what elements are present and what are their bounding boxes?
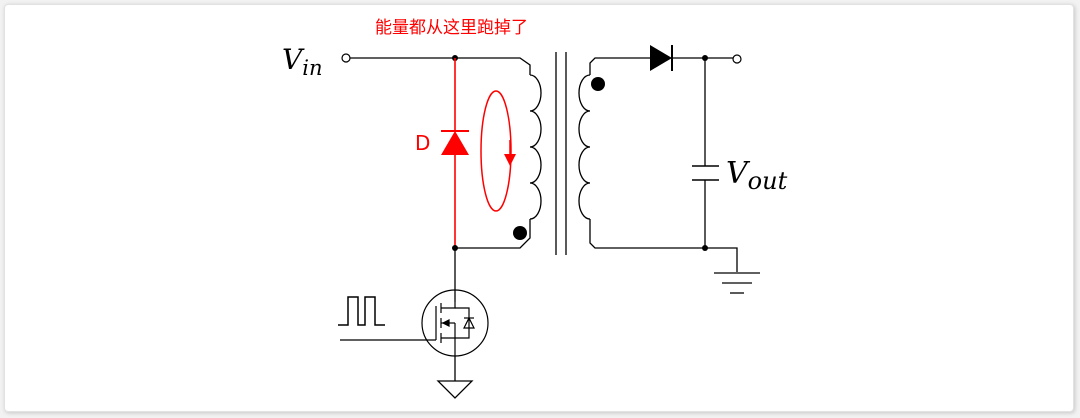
output-diode bbox=[650, 45, 673, 71]
diagram-card bbox=[4, 4, 1074, 412]
primary-bottom-wire bbox=[455, 219, 531, 249]
vin-terminal bbox=[341, 53, 351, 63]
input-wire bbox=[350, 57, 531, 75]
vout-label: Vout bbox=[726, 156, 788, 195]
secondary-bottom-wire bbox=[589, 219, 705, 249]
input-ground-icon bbox=[436, 380, 474, 399]
secondary-winding bbox=[578, 74, 591, 220]
circulating-current-loop bbox=[480, 90, 512, 212]
vout-terminal bbox=[732, 54, 742, 64]
secondary-polarity-dot bbox=[591, 77, 605, 91]
primary-winding bbox=[529, 74, 542, 220]
pwm-waveform-icon bbox=[338, 296, 385, 326]
vin-label-sub: in bbox=[302, 56, 322, 80]
clamp-diode bbox=[441, 130, 469, 155]
vout-label-sub: out bbox=[748, 167, 788, 195]
diode-label: D bbox=[415, 131, 430, 155]
vout-label-main: V bbox=[726, 156, 751, 191]
energy-loss-annotation: 能量都从这里跑掉了 bbox=[375, 18, 528, 38]
primary-polarity-dot bbox=[513, 226, 527, 240]
secondary-top-wire bbox=[589, 57, 650, 75]
vin-label: Vin bbox=[282, 43, 322, 80]
output-ground-icon bbox=[705, 247, 760, 294]
vin-label-main: V bbox=[282, 43, 305, 76]
